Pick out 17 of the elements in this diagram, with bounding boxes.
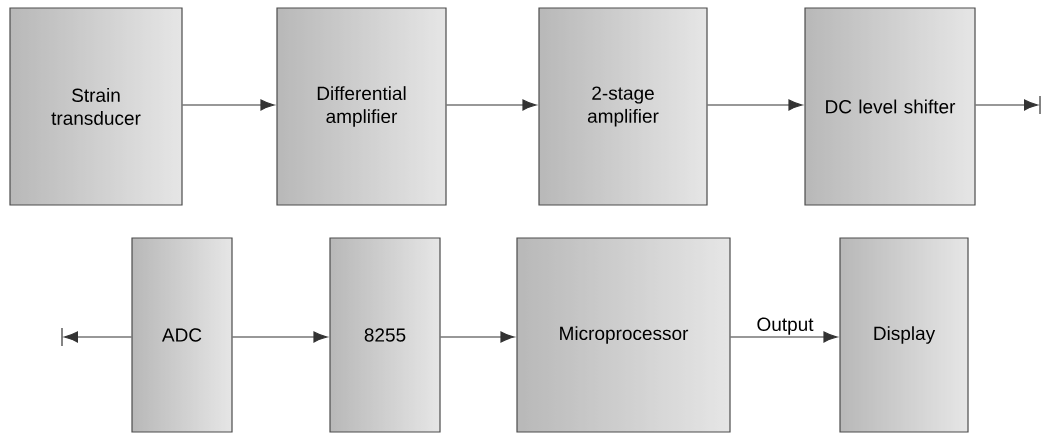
arrow	[182, 99, 275, 111]
block-box: Microprocessor	[516, 237, 731, 433]
block-box: ADC	[131, 237, 233, 433]
block-box: 2-stage amplifier	[538, 7, 708, 206]
arrow	[63, 331, 132, 343]
arrow	[440, 331, 515, 343]
arrow	[730, 331, 838, 343]
block-box: 8255	[329, 237, 441, 433]
block-box: Display	[839, 237, 969, 433]
arrow	[707, 99, 803, 111]
arrow	[446, 99, 537, 111]
edge-label: Output	[755, 316, 815, 336]
block-box: DC level shifter	[804, 7, 976, 206]
block-box: Differential amplifier	[276, 7, 447, 206]
block-box: Strain transducer	[9, 7, 183, 206]
arrow	[232, 331, 328, 343]
arrow	[975, 99, 1039, 111]
